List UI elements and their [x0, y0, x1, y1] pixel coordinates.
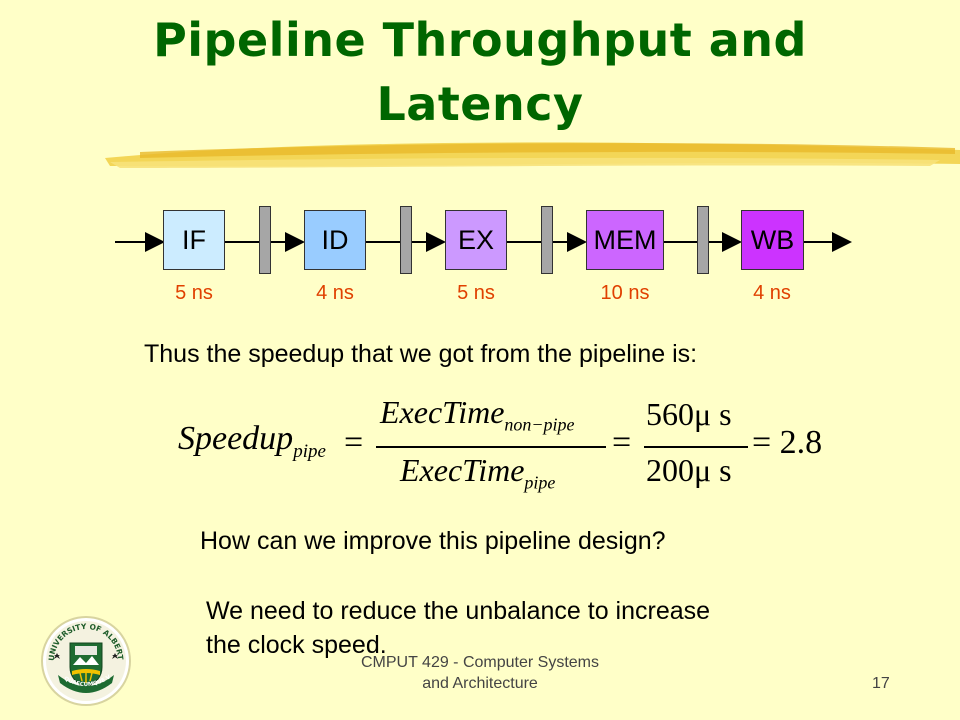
fraction-1-denominator: ExecTimepipe [400, 452, 556, 493]
university-crest-logo: UNIVERSITY OF ALBERTA QUAECUMQUE VERA [40, 615, 131, 706]
fraction-2-numerator: 560μ s [646, 396, 732, 432]
question-text: How can we improve this pipeline design? [200, 527, 666, 555]
stage-id: ID [304, 210, 366, 270]
stage-wb: WB [741, 210, 804, 270]
pipeline-latch-2 [400, 206, 412, 274]
equation-lhs: Speeduppipe [178, 420, 326, 462]
equation-result: = 2.8 [752, 424, 823, 461]
fraction-1-numerator: ExecTimenon−pipe [380, 394, 575, 435]
pipeline-latch-3 [541, 206, 553, 274]
fraction-2-bar [644, 446, 748, 448]
answer-line-1: We need to reduce the unbalance to incre… [206, 597, 711, 625]
title-line-1: Pipeline Throughput and [153, 13, 807, 67]
footer-line-1: CMPUT 429 - Computer Systems [361, 654, 599, 671]
stage-if-time: 5 ns [175, 282, 213, 304]
stage-mem: MEM [586, 210, 664, 270]
stage-mem-time: 10 ns [600, 282, 650, 304]
answer-line-2: the clock speed. [206, 631, 387, 659]
pipeline-latch-1 [259, 206, 271, 274]
title-line-2: Latency [376, 77, 584, 131]
stage-if: IF [163, 210, 225, 270]
stage-wb-time: 4 ns [753, 282, 791, 304]
equals-sign-2: = [612, 424, 632, 461]
footer-line-2: and Architecture [422, 675, 538, 692]
fraction-2-denominator: 200μ s [646, 452, 732, 488]
footer-course-title: CMPUT 429 - Computer Systems and Archite… [330, 652, 630, 694]
stage-ex: EX [445, 210, 507, 270]
stage-id-time: 4 ns [316, 282, 354, 304]
pipeline-latch-4 [697, 206, 709, 274]
title-underline-brush [105, 142, 960, 168]
slide-title: Pipeline Throughput and Latency [60, 8, 900, 136]
answer-text: We need to reduce the unbalance to incre… [206, 594, 710, 662]
page-number: 17 [872, 675, 890, 692]
equals-sign-1: = [344, 424, 364, 461]
stage-ex-time: 5 ns [457, 282, 495, 304]
fraction-1-bar [376, 446, 606, 448]
speedup-intro-text: Thus the speedup that we got from the pi… [144, 340, 698, 368]
